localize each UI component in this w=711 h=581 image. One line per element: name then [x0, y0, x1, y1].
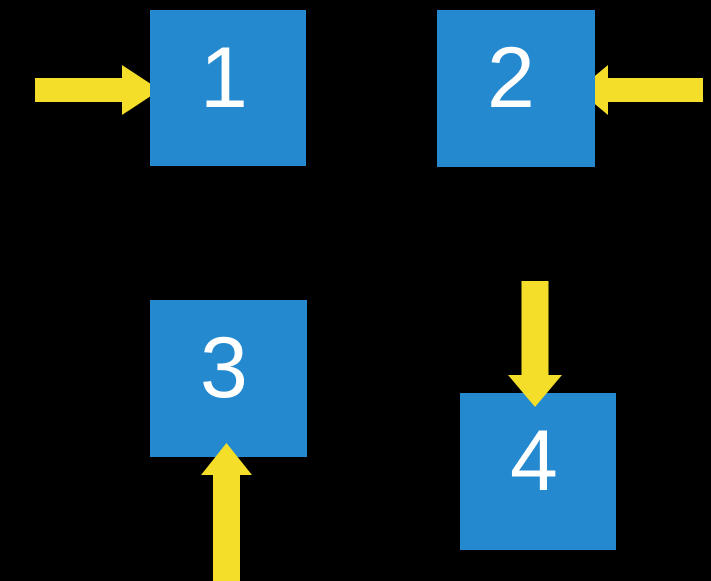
node-box-2[interactable] — [437, 10, 595, 167]
node-label-3: 3 — [200, 320, 248, 416]
arrow-left-into-box-2 — [578, 65, 703, 115]
arrow-up-into-box-3 — [201, 443, 252, 581]
node-box-1[interactable] — [150, 10, 306, 166]
node-label-4: 4 — [510, 413, 558, 509]
arrow-right-into-box-1 — [35, 65, 160, 115]
node-box-3[interactable] — [150, 300, 307, 457]
arrow-down-shape — [508, 281, 562, 407]
arrow-right-shape — [35, 65, 160, 115]
node-label-1: 1 — [200, 30, 248, 126]
node-label-2: 2 — [487, 30, 535, 126]
node-box-4[interactable] — [460, 393, 616, 550]
arrow-down-into-box-4 — [508, 281, 562, 407]
arrow-up-shape — [201, 443, 252, 581]
arrow-left-shape — [578, 65, 703, 115]
